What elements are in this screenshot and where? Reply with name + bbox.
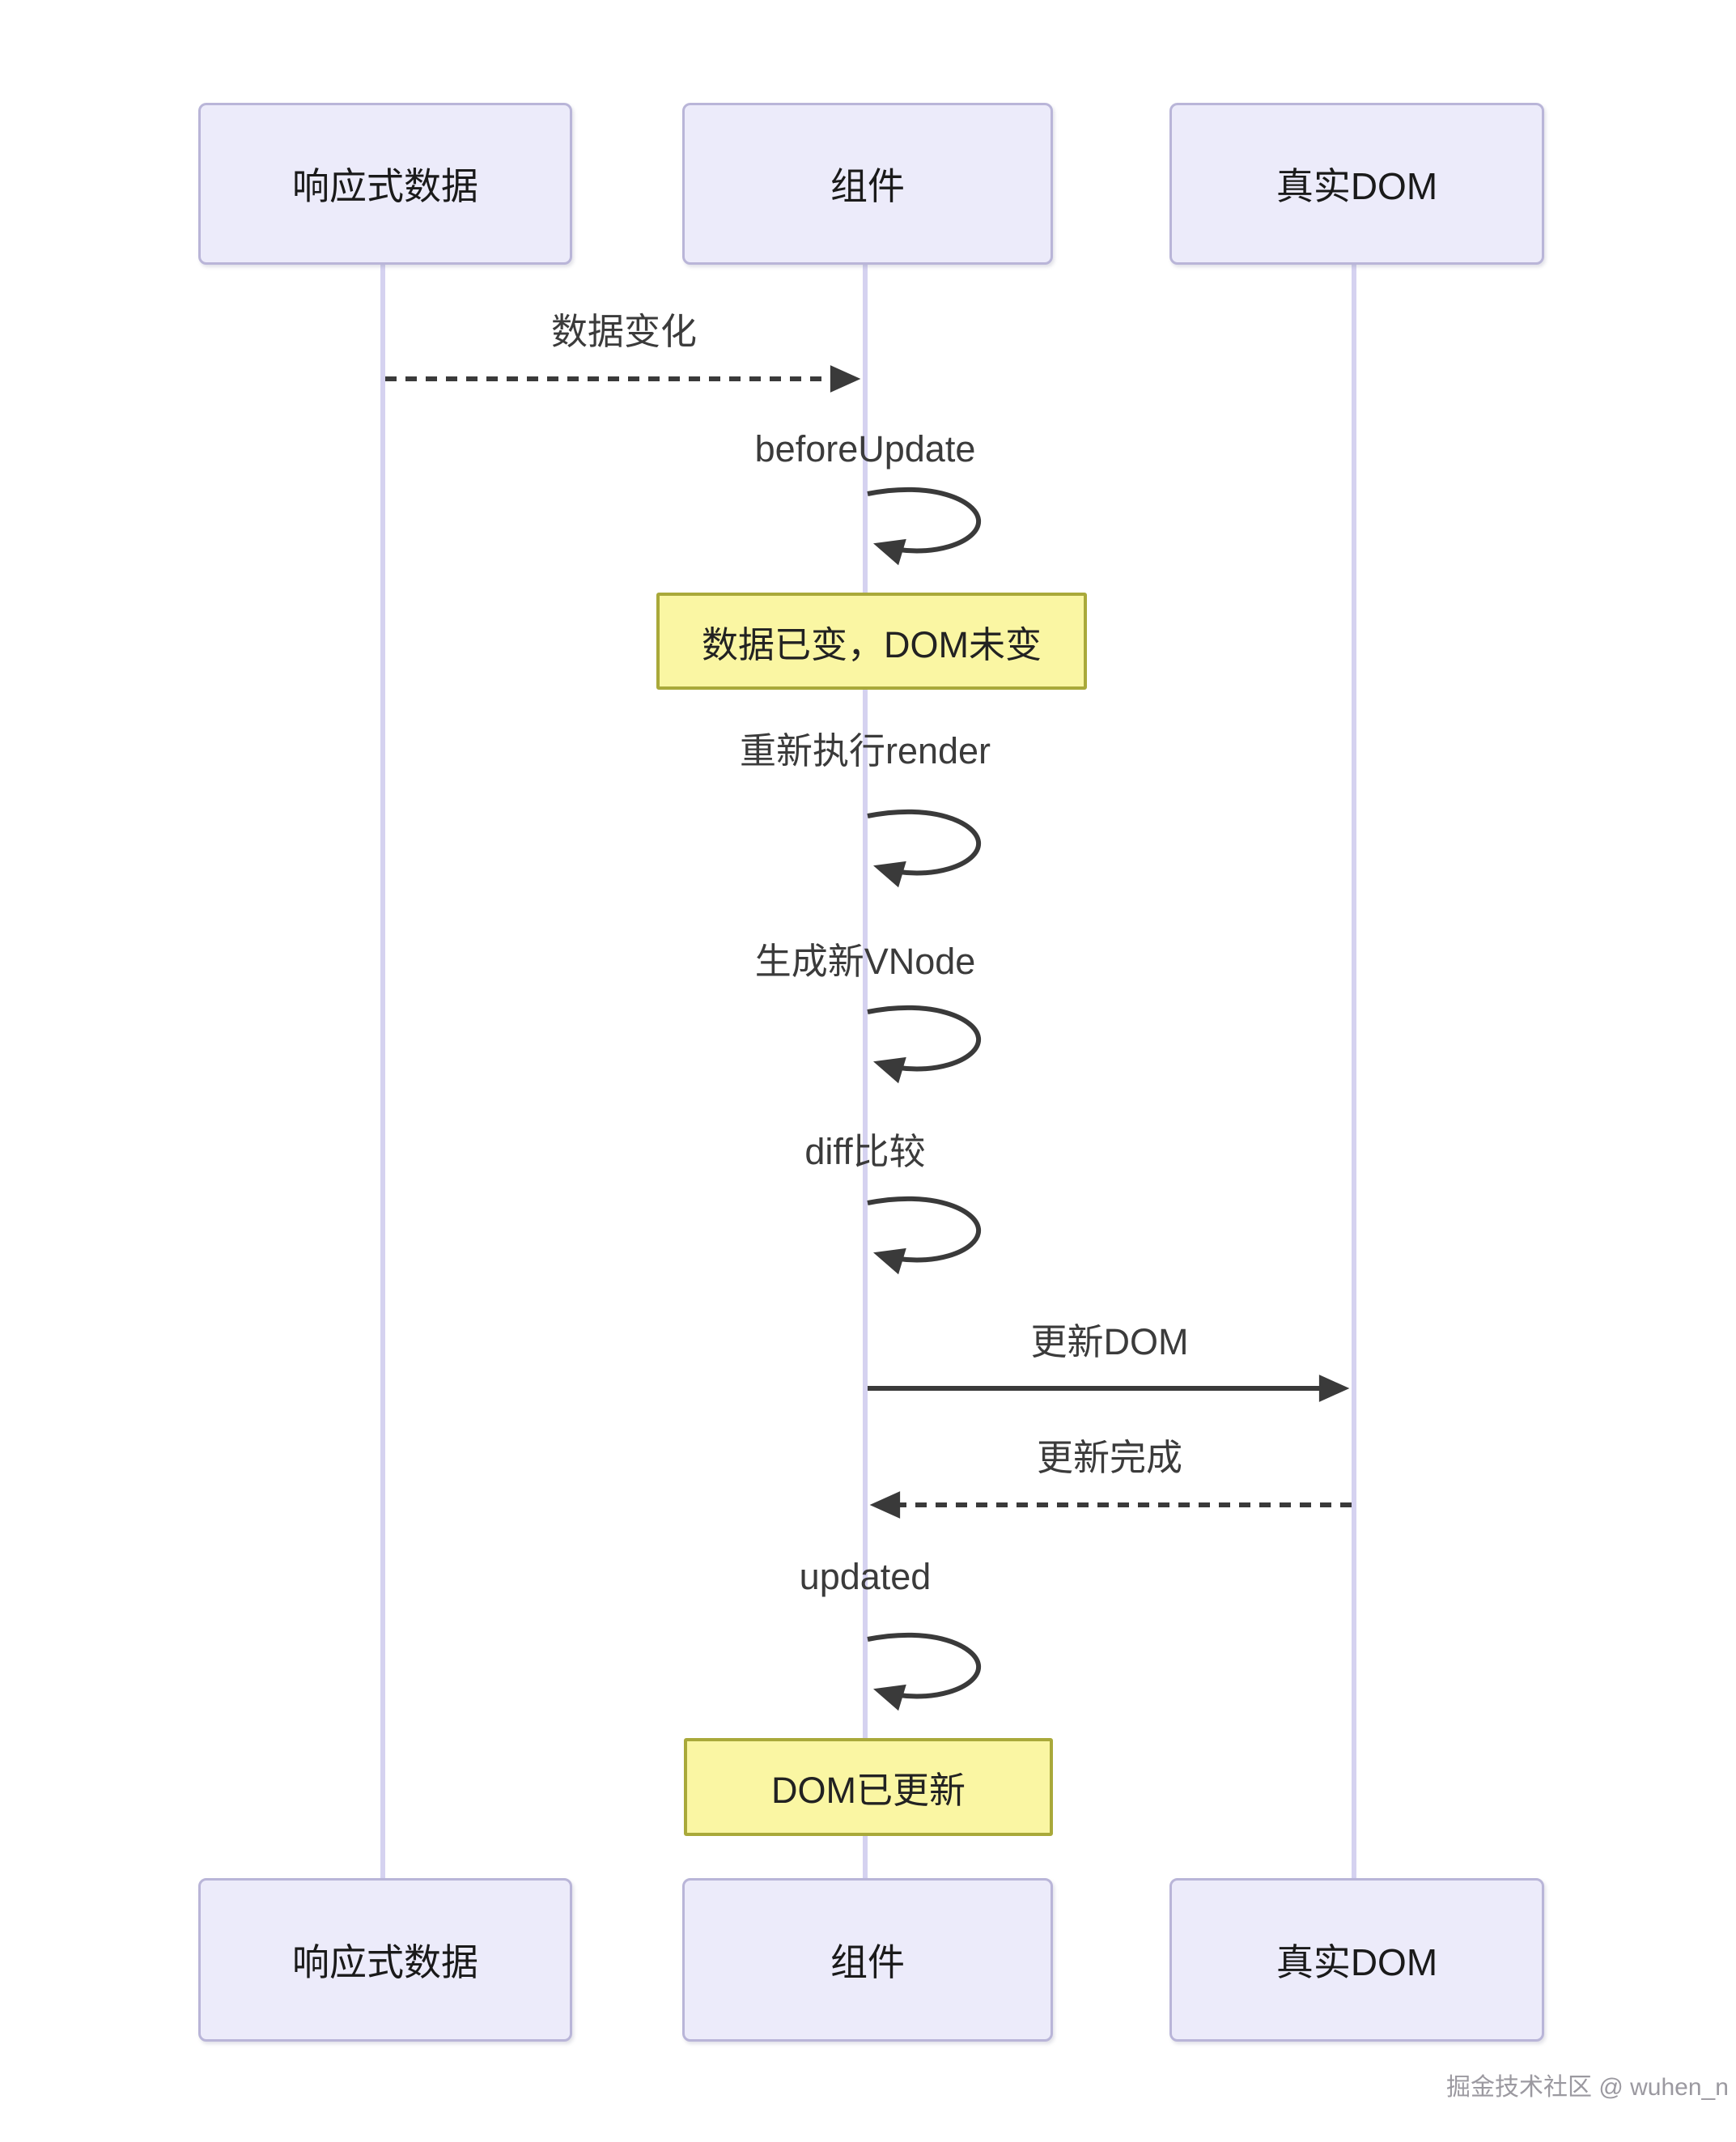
participant-box-component-top: 组件 bbox=[682, 103, 1053, 265]
participant-box-reactive-data-top: 响应式数据 bbox=[198, 103, 572, 265]
self-loop-updated bbox=[867, 1632, 982, 1711]
participant-label: 响应式数据 bbox=[292, 165, 478, 207]
message-label-before-update: beforeUpdate bbox=[754, 428, 976, 470]
participant-label: 组件 bbox=[830, 1941, 905, 1983]
message-label-updated: updated bbox=[799, 1556, 932, 1597]
participant-label: 真实DOM bbox=[1275, 165, 1438, 207]
message-label-diff: diff比较 bbox=[804, 1131, 926, 1172]
message-label-gen-vnode: 生成新VNode bbox=[754, 941, 976, 982]
watermark: 掘金技术社区 @ wuhen_n bbox=[1446, 2074, 1729, 2101]
participant-box-real-dom-bottom: 真实DOM bbox=[1169, 1878, 1544, 2042]
participant-label: 响应式数据 bbox=[292, 1941, 478, 1983]
participant-box-real-dom-top: 真实DOM bbox=[1169, 103, 1544, 265]
self-loop-rerender bbox=[867, 809, 982, 888]
self-loop-before-update bbox=[867, 487, 982, 566]
message-label-update-dom: 更新DOM bbox=[1030, 1321, 1189, 1362]
participant-box-component-bottom: 组件 bbox=[682, 1878, 1053, 2042]
participant-box-reactive-data-bottom: 响应式数据 bbox=[198, 1878, 572, 2042]
participant-label: 真实DOM bbox=[1275, 1941, 1438, 1983]
note-data-changed-dom-unchanged: 数据已变，DOM未变 bbox=[656, 593, 1087, 690]
participant-label: 组件 bbox=[830, 165, 905, 207]
note-dom-updated: DOM已更新 bbox=[684, 1738, 1053, 1836]
message-label-rerender: 重新执行render bbox=[739, 730, 991, 771]
self-loop-diff bbox=[867, 1196, 982, 1275]
note-label: 数据已变，DOM未变 bbox=[702, 623, 1042, 665]
message-label-data-change: 数据变化 bbox=[550, 311, 698, 352]
message-label-update-done: 更新完成 bbox=[1036, 1437, 1183, 1478]
self-loop-gen-vnode bbox=[867, 1005, 982, 1084]
note-label: DOM已更新 bbox=[771, 1770, 966, 1811]
